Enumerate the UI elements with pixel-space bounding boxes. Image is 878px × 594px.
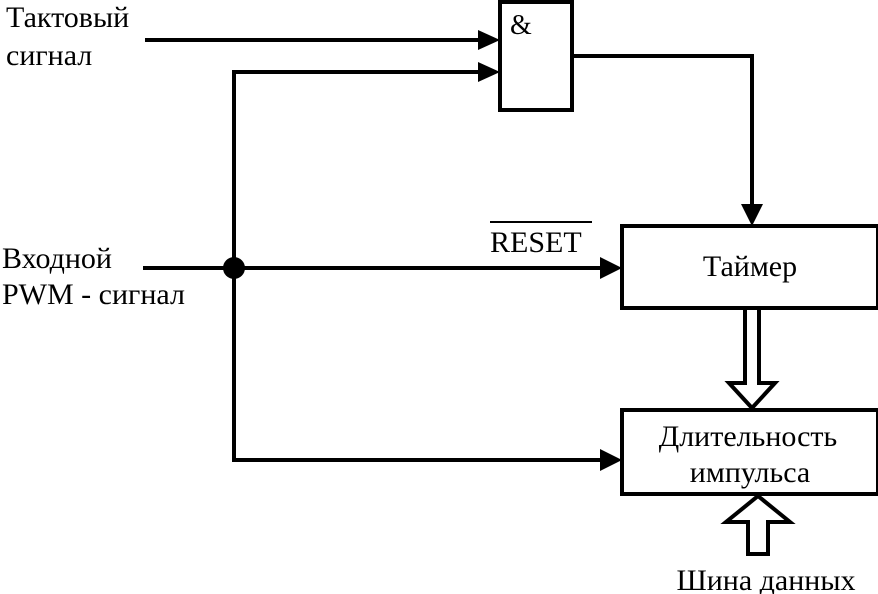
pulse-width-block — [620, 408, 878, 496]
and-gate — [498, 0, 574, 112]
and-to-timer-wire — [572, 54, 754, 208]
pulse-width-label-line1: Длительность — [659, 420, 837, 453]
pwm-signal-label-line2: PWM - сигнал — [2, 278, 185, 311]
clock-signal-label-line2: сигнал — [6, 39, 92, 72]
timer-label: Таймер — [703, 250, 797, 283]
timer-to-pulse-bus-arrow — [724, 306, 780, 411]
data-bus-arrow — [720, 493, 796, 556]
reset-label: RESET — [490, 226, 582, 259]
pwm-to-pulse-wire — [232, 268, 604, 462]
pulse-width-label-line2: импульса — [690, 456, 810, 489]
pwm-to-and-arrow-head — [478, 62, 500, 82]
and-gate-symbol: & — [510, 10, 532, 41]
clock-arrow-head — [478, 30, 500, 50]
reset-arrow-head — [600, 257, 622, 279]
data-bus-label: Шина данных — [676, 564, 855, 594]
pwm-to-pulse-arrow-head — [600, 449, 622, 471]
clock-signal-label-line1: Тактовый — [6, 1, 129, 34]
pwm-to-and-wire — [232, 70, 484, 268]
and-to-timer-arrow-head — [741, 204, 763, 226]
pwm-signal-label-line1: Входной — [2, 242, 112, 275]
